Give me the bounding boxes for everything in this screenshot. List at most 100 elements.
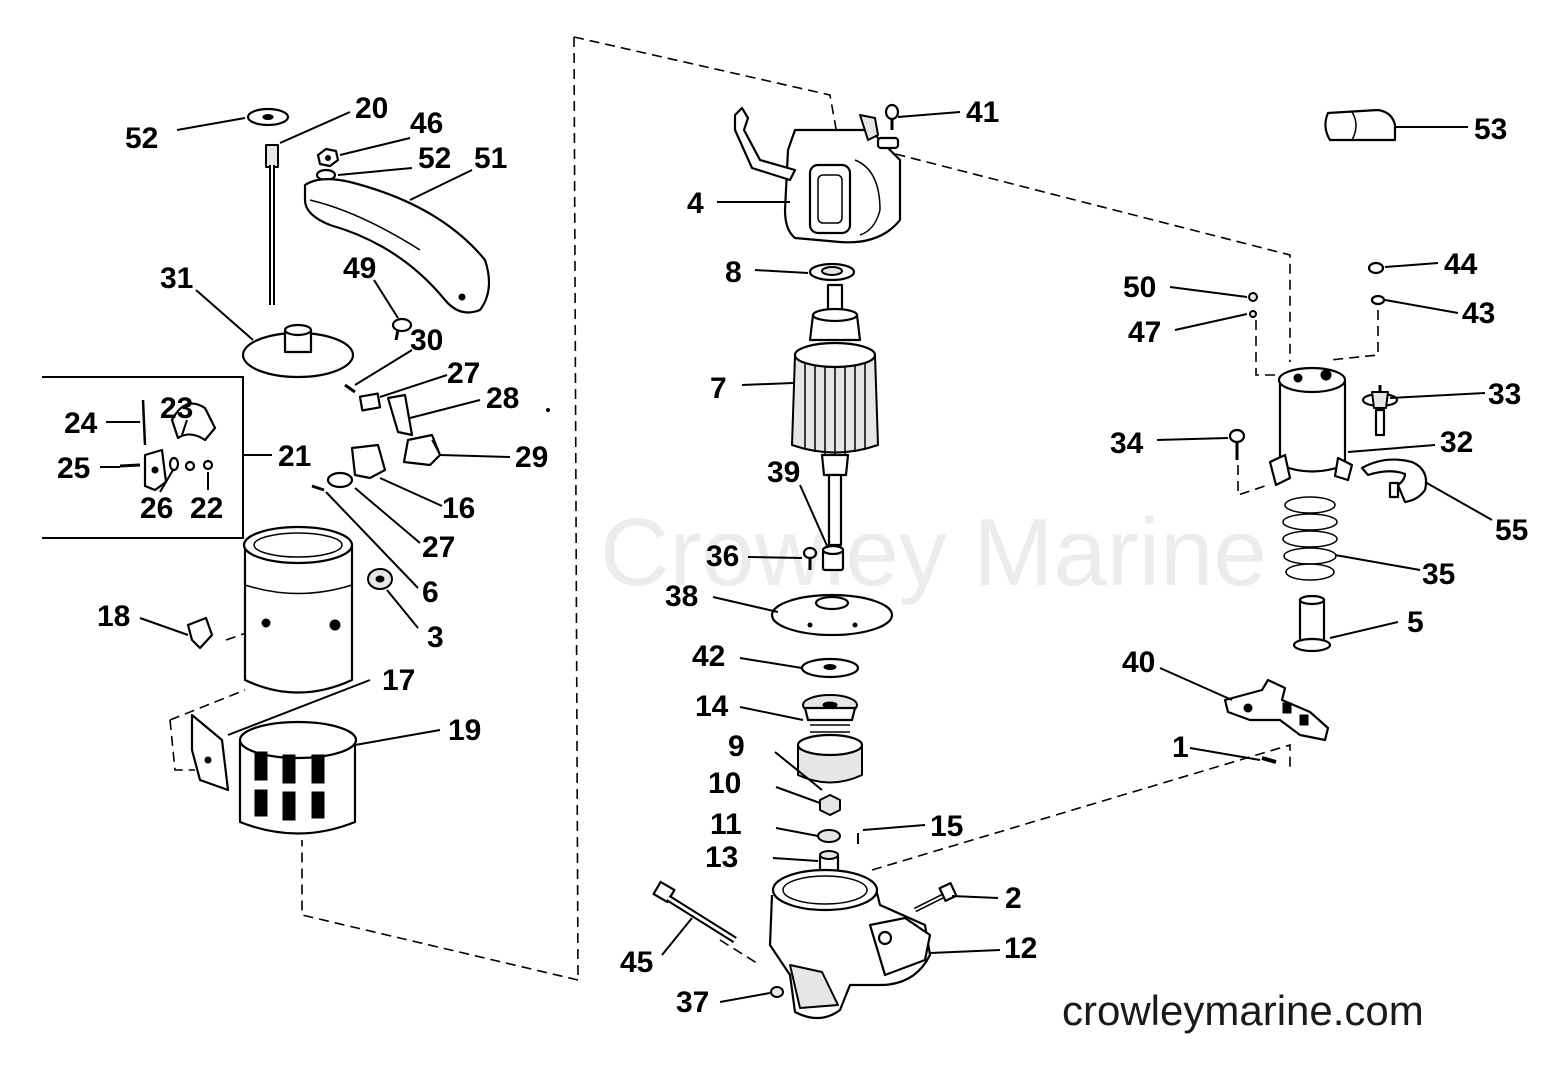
part-6-screw [311,484,325,492]
callout-6: 6 [422,576,439,609]
callout-29: 29 [515,441,548,474]
callout-labels: 52 20 46 52 51 31 49 30 27 28 24 23 25 2… [57,92,1528,1019]
part-51-brush-cover [303,178,491,314]
site-footer-url: crowleymarine.com [1062,987,1424,1034]
part-19-magnet-cage [238,720,358,835]
callout-28: 28 [486,382,519,415]
part-17-clip [190,713,230,792]
part-39-bushing [821,544,845,572]
part-4-field-coil [733,106,902,244]
callout-26: 26 [140,492,173,525]
callout-14: 14 [695,690,729,723]
callout-25: 25 [57,452,90,485]
callout-12: 12 [1004,932,1037,965]
part-2-bolt [913,882,958,913]
part-13-bushing [818,850,840,873]
callout-30: 30 [410,324,443,357]
part-40-shift-lever [1223,678,1330,742]
part-34-screw [1228,428,1246,460]
callout-4: 4 [687,187,704,220]
callout-40: 40 [1122,646,1155,679]
part-5-plunger [1292,594,1332,653]
callout-31: 31 [160,262,193,295]
callout-19: 19 [448,714,481,747]
callout-1: 1 [1172,731,1189,764]
callout-52-small: 52 [418,142,451,175]
callout-16: 16 [442,492,475,525]
callout-3: 3 [427,621,444,654]
part-49-screw [391,317,413,341]
callout-20: 20 [355,92,388,125]
part-20-through-bolt [265,144,279,305]
assembly-dashed-lines [169,36,1379,981]
callout-41: 41 [966,96,999,129]
callout-22: 22 [190,492,223,525]
callout-46: 46 [410,107,443,140]
watermark: Crowley Marine [600,499,1267,606]
callout-24: 24 [64,407,98,440]
callout-36: 36 [706,540,739,573]
part-33-terminal [1361,385,1399,437]
part-30-screw [344,383,356,394]
part-18-plug [186,616,214,650]
callout-11: 11 [710,808,742,841]
callout-23: 23 [160,392,193,425]
callout-52-top: 52 [125,122,158,155]
callout-10: 10 [708,767,741,800]
part-43-washer [1370,294,1386,306]
part-36-screw [802,546,818,570]
callout-5: 5 [1407,606,1424,639]
callout-8: 8 [725,256,742,289]
callout-2: 2 [1005,882,1022,915]
part-50-nut [1248,292,1258,302]
part-45-through-bolt [652,880,737,943]
callout-39: 39 [767,456,800,489]
part-28-bracket [386,393,414,437]
callout-9: 9 [728,730,745,763]
part-12-drive-housing [768,868,932,1020]
part-52-washer-top [246,107,290,127]
part-42-washer [800,657,860,679]
part-37-nut [770,986,784,998]
part-46-nut [316,147,340,168]
callout-13: 13 [705,841,738,874]
leader-lines [100,111,1493,1003]
part-35-spring [1282,496,1338,581]
callout-27-bottom: 27 [422,531,455,564]
part-38-end-plate [770,593,894,637]
callout-49: 49 [343,252,376,285]
callout-55: 55 [1495,514,1528,547]
part-3-grommet [367,568,393,590]
callout-15: 15 [930,810,963,843]
callout-34: 34 [1110,427,1144,460]
part-10-stop-collar [819,794,841,816]
callout-27-top: 27 [447,357,480,390]
part-11-ring [817,829,841,843]
callout-50: 50 [1123,271,1156,304]
callout-18: 18 [97,600,130,633]
part-16-brush-holder [326,443,387,489]
callout-51: 51 [474,142,507,175]
part-14-drive-assembly [802,694,858,740]
callout-7: 7 [710,372,727,405]
callout-37: 37 [676,986,709,1019]
part-1-pin [1261,756,1277,764]
callout-42: 42 [692,640,725,673]
part-44-nut [1367,261,1385,275]
part-32-solenoid [1268,366,1354,487]
callout-44: 44 [1444,248,1478,281]
callout-21: 21 [278,440,311,473]
part-27-insulator [358,392,382,412]
part-21-brush-kit-inset [42,376,244,539]
callout-17: 17 [382,664,415,697]
part-41-screw [884,103,900,130]
callout-38: 38 [665,580,698,613]
part-7-armature [791,283,879,547]
callout-32: 32 [1440,426,1473,459]
callout-33: 33 [1488,378,1521,411]
callout-47: 47 [1128,316,1161,349]
callout-35: 35 [1422,558,1455,591]
part-53-terminal-boot [1324,108,1397,142]
callout-53: 53 [1474,113,1507,146]
